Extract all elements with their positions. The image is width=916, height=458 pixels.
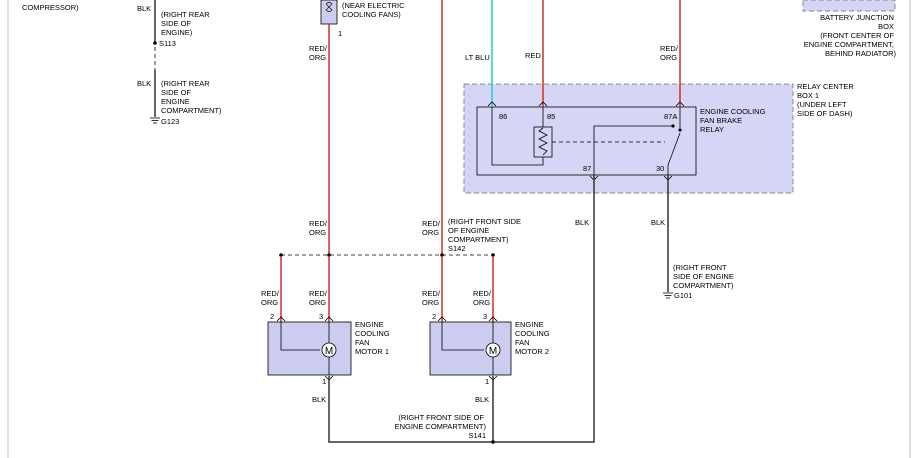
pin-86-arrow	[487, 101, 497, 107]
motor-1-symbol: M	[325, 346, 333, 357]
splice-s141	[491, 440, 495, 444]
blk-wire-87-to-s141	[492, 175, 595, 443]
splice-dot-m1-pin2	[279, 253, 283, 257]
g101-location-label: (RIGHT FRONT SIDE OF ENGINE COMPARTMENT)	[673, 263, 736, 290]
motor-1-name: ENGINE COOLING FAN MOTOR 1	[355, 320, 392, 356]
cooling-fan-motor-1	[267, 321, 352, 376]
splice-dot-m2-pin3	[491, 253, 495, 257]
m2-red-org-a-label: RED/ ORG	[422, 289, 442, 307]
relay-switch-blade	[667, 132, 681, 166]
blk-wire-label-mid: BLK	[137, 79, 151, 88]
m1-pin2-arrow	[276, 316, 286, 322]
m2-pin2-label: 2	[432, 312, 436, 321]
g123-label: G123	[161, 117, 179, 126]
splice-dot-m1-pin3	[327, 253, 331, 257]
pin-85-label: 85	[547, 112, 555, 121]
pin-1-top-label: 1	[338, 29, 342, 38]
m2-pin1-label: 1	[485, 377, 489, 386]
fan-brake-relay	[476, 106, 697, 176]
m2-red-org-b-label: RED/ ORG	[473, 289, 493, 307]
blk-wire-label-top: BLK	[137, 4, 151, 13]
s142-label: S142	[448, 244, 466, 253]
motor-1-icon	[321, 342, 337, 358]
right-rear-compartment-label: (RIGHT REAR SIDE OF ENGINE COMPARTMENT)	[161, 79, 222, 115]
m1-pin1-label: 1	[322, 377, 326, 386]
pin-87a-arrow	[675, 101, 685, 107]
switch-contact-87a	[678, 128, 682, 132]
m1-red-org-a-label: RED/ ORG	[261, 289, 281, 307]
red-org-s142-right-label: RED/ ORG	[422, 219, 442, 237]
blk-30-label: BLK	[651, 218, 665, 227]
right-rear-engine-label: (RIGHT REAR SIDE OF ENGINE)	[161, 10, 212, 37]
m1-pin2-label: 2	[270, 312, 274, 321]
m2-blk-label: BLK	[475, 395, 489, 404]
s113-label: S113	[159, 39, 176, 48]
coil-wire-86	[491, 107, 544, 166]
m2-pin3-label: 3	[483, 312, 487, 321]
blk-87-label: BLK	[575, 218, 589, 227]
m1-pin3-arrow	[324, 316, 334, 322]
s142-location-label: (RIGHT FRONT SIDE OF ENGINE COMPARTMENT)	[448, 217, 523, 244]
fan-connector	[320, 0, 338, 25]
m2-pin3-arrow	[488, 316, 498, 322]
red-relay-label: RED	[525, 51, 541, 60]
m2-pin2-arrow	[437, 316, 447, 322]
relay-coil-winding	[538, 127, 548, 156]
m1-blk-label: BLK	[312, 395, 326, 404]
red-org-s142-left-label: RED/ ORG	[309, 219, 329, 237]
lt-blu-label: LT BLU	[465, 53, 490, 62]
ground-g123-icon	[150, 117, 160, 124]
battery-junction-label: BATTERY JUNCTION BOX (FRONT CENTER OF EN…	[804, 13, 897, 58]
switch-wire-87	[593, 125, 672, 175]
m1-red-org-b-label: RED/ ORG	[309, 289, 329, 307]
motor-2-icon	[485, 342, 501, 358]
red-org-relay-label: RED/ ORG	[660, 44, 680, 62]
pin-87a-label: 87A	[664, 112, 677, 121]
switch-contact-87	[671, 124, 675, 128]
m1-internal-wire-pin2	[280, 322, 320, 351]
ground-g101-icon	[663, 292, 673, 299]
battery-junction-box	[802, 0, 896, 12]
m2-internal-wire-pin2	[441, 322, 484, 351]
relay-center-box	[463, 83, 794, 194]
red-org-label-top: RED/ ORG	[309, 44, 329, 62]
s141-location-label: (RIGHT FRONT SIDE OF ENGINE COMPARTMENT)	[395, 413, 487, 431]
compressor-label: COMPRESSOR)	[22, 3, 79, 12]
connector-coil-icon	[325, 2, 333, 12]
pin-86-label: 86	[499, 112, 507, 121]
near-cooling-fans-label: (NEAR ELECTRIC COOLING FANS)	[342, 1, 407, 19]
motor-2-symbol: M	[489, 346, 497, 357]
blk-wire-m1-to-s141	[328, 376, 492, 443]
s141-label: S141	[468, 431, 486, 440]
relay-center-label: RELAY CENTER BOX 1 (UNDER LEFT SIDE OF D…	[797, 82, 856, 118]
motor-2-name: ENGINE COOLING FAN MOTOR 2	[515, 320, 552, 356]
relay-name-label: ENGINE COOLING FAN BRAKE RELAY	[700, 107, 768, 134]
pin-87-label: 87	[583, 164, 591, 173]
pin-30-label: 30	[656, 164, 664, 173]
pin-85-arrow	[538, 101, 548, 107]
m1-pin3-label: 3	[319, 312, 323, 321]
splice-s113	[153, 41, 157, 45]
splice-s142	[440, 253, 444, 257]
g101-label: G101	[674, 291, 692, 300]
